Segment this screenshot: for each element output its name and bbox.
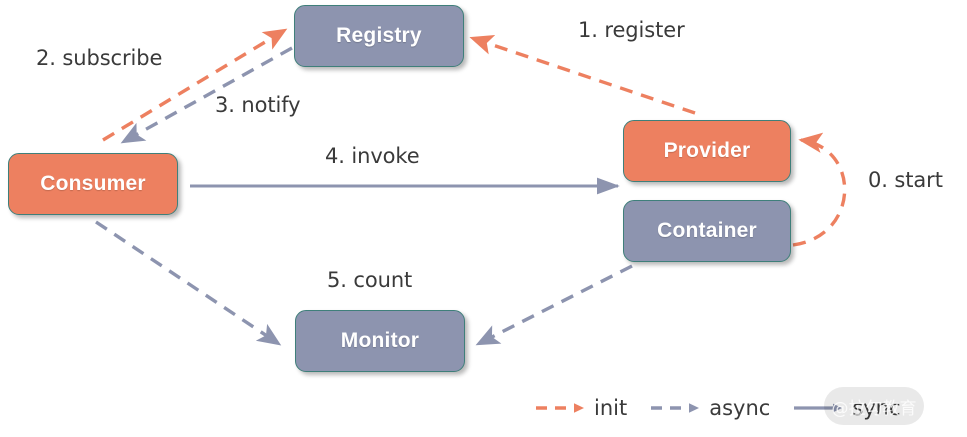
node-monitor[interactable]: Monitor [295,310,465,372]
legend-async-arrow-icon [651,403,700,413]
node-consumer[interactable]: Consumer [8,153,178,215]
edge-label-invoke: 4. invoke [325,144,420,168]
legend-init-arrow-icon [536,403,584,413]
edge-subscribe [102,28,288,142]
node-consumer-label: Consumer [40,172,146,195]
edge-container-monitor [475,264,633,346]
edge-register [469,35,696,115]
edge-label-subscribe: 2. subscribe [36,46,163,70]
legend-async-label: async [709,396,771,420]
node-registry[interactable]: Registry [294,5,464,67]
legend-init-label: init [594,396,628,420]
legend-item-async: async [649,396,770,420]
edge-label-count: 5. count [327,268,413,292]
node-registry-label: Registry [336,24,422,47]
edge-notify [120,46,293,144]
node-container-label: Container [657,219,757,242]
legend-item-sync: sync [792,396,901,420]
legend-item-init: init [534,396,627,420]
node-container[interactable]: Container [623,200,791,262]
edge-label-start: 0. start [868,168,943,192]
node-provider-label: Provider [663,139,751,162]
edge-label-notify: 3. notify [215,93,301,117]
legend: init async sync [534,391,901,425]
legend-sync-arrow-icon [794,403,843,413]
edge-count [95,220,282,346]
node-provider[interactable]: Provider [623,120,791,182]
edge-start [792,132,847,247]
node-monitor-label: Monitor [340,329,420,352]
legend-sync-label: sync [852,396,901,420]
edge-label-register: 1. register [578,18,685,42]
